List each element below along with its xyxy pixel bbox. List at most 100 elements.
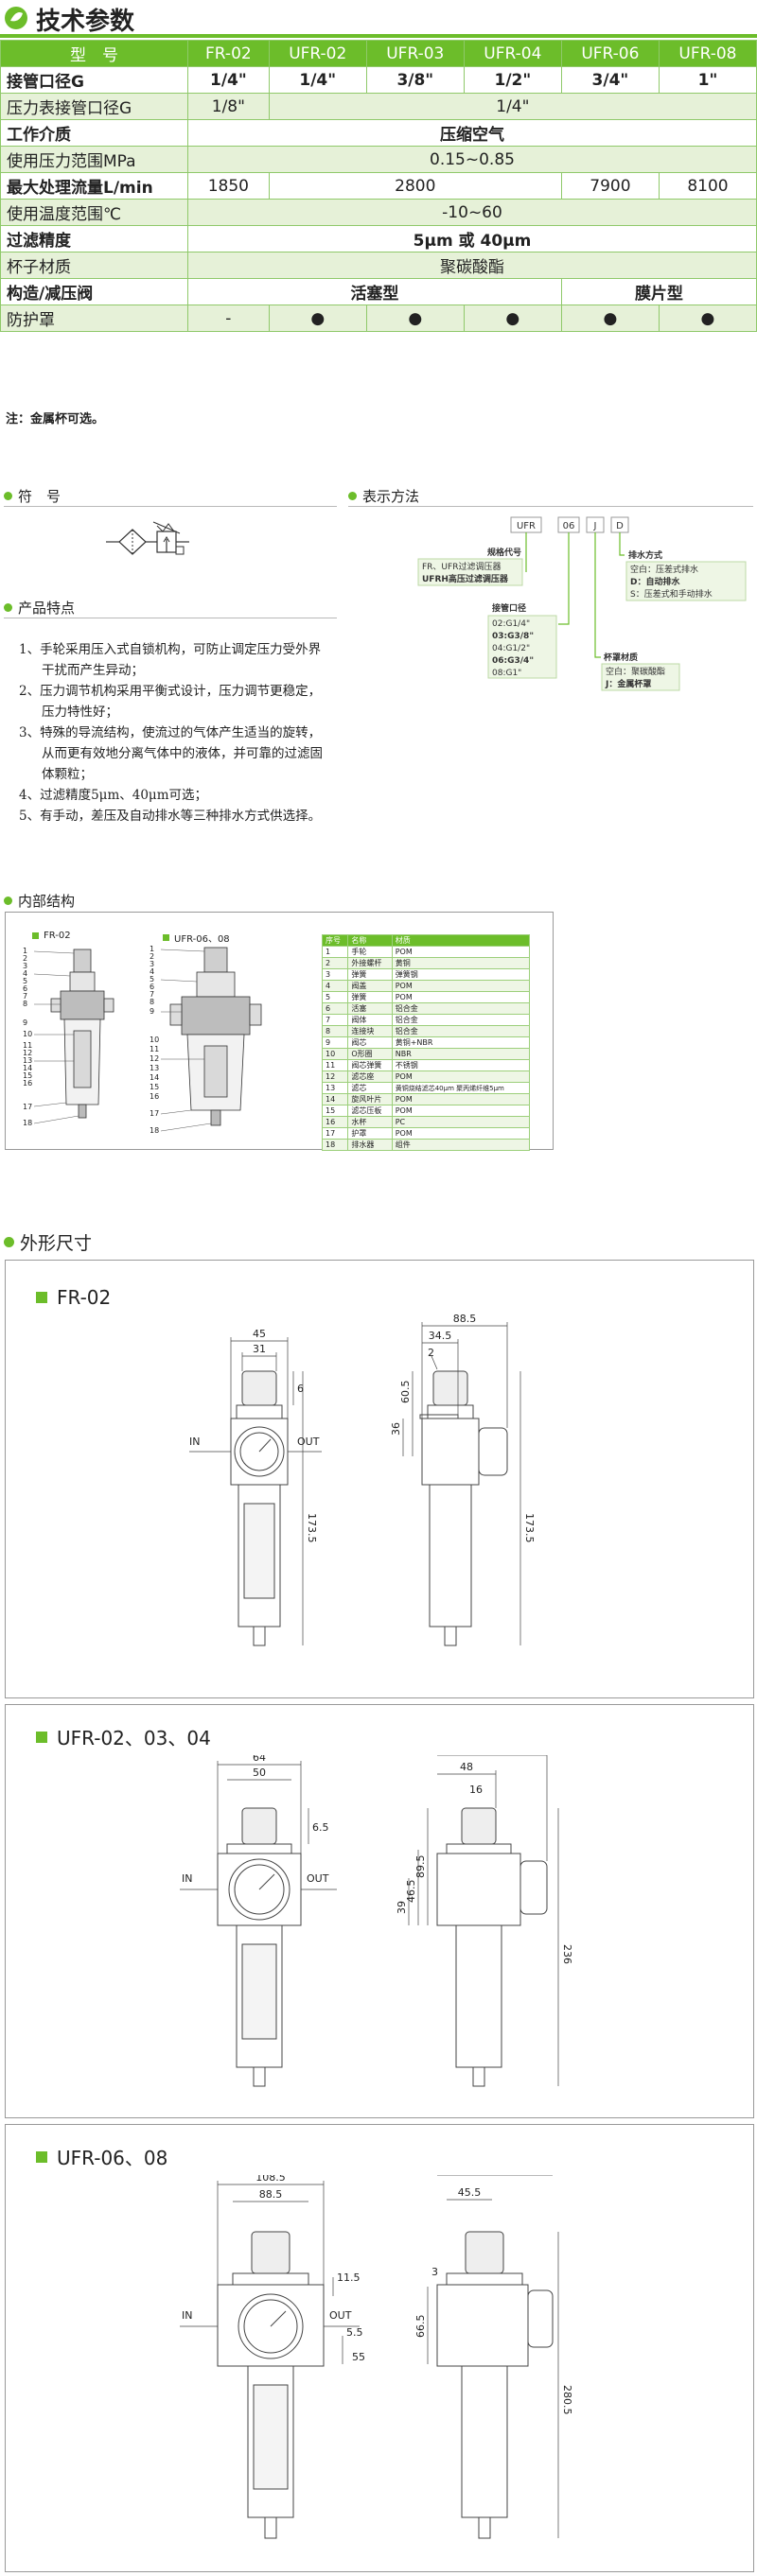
callout: 9 xyxy=(23,1018,27,1027)
code-series: UFR xyxy=(517,521,536,531)
dim-label: 173.5 xyxy=(306,1513,318,1543)
symbol-section-header: 符 号 xyxy=(4,486,61,506)
callout: 18 xyxy=(150,1126,159,1135)
cell: 17 xyxy=(321,1127,349,1140)
dim-label: 6.5 xyxy=(312,1821,329,1834)
fr02-structure-label: FR-02 xyxy=(32,931,71,941)
dim-label: 236 xyxy=(561,1944,573,1964)
label-port-size: 接管口径G xyxy=(0,66,188,94)
drain-line: 空白：压差式排水 xyxy=(630,564,698,575)
callout: 18 xyxy=(23,1119,32,1127)
dim-label: 45.5 xyxy=(458,2186,482,2199)
cell: 外接螺杆 xyxy=(347,957,393,969)
cell: 弹簧 xyxy=(347,968,393,981)
cell: ● xyxy=(658,305,757,332)
label-text: FR-02 xyxy=(44,931,71,941)
cell: 1 xyxy=(321,946,349,958)
port-line: 06:G3/4" xyxy=(492,656,534,666)
feature-item: 3、特殊的导流结构，使流过的气体产生适当的旋转，从而更有效地分离气体中的液体，并… xyxy=(19,725,323,782)
row-bowl-material: 杯子材质 聚碳酸酯 xyxy=(0,252,757,279)
dim-label: 173.5 xyxy=(523,1513,536,1543)
cell: 铝合金 xyxy=(391,1002,531,1015)
section-rule xyxy=(348,506,753,507)
spec-header-row: 型 号 FR-02 UFR-02 UFR-03 UFR-04 UFR-06 UF… xyxy=(0,40,757,67)
note-text: 注：金属杯可选。 xyxy=(6,412,105,426)
out-label: OUT xyxy=(307,1872,329,1885)
cell: 旋风叶片 xyxy=(347,1093,393,1105)
cell: 阀芯 xyxy=(347,1036,393,1049)
dim-label: 66.5 xyxy=(414,2315,427,2339)
callout: 16 xyxy=(23,1079,32,1088)
callout: 11 xyxy=(150,1045,159,1053)
cell: 16 xyxy=(321,1116,349,1128)
panel-ufr020304 xyxy=(5,1704,754,2118)
structure-section-title: 内部结构 xyxy=(18,893,76,910)
callout: 14 xyxy=(23,1064,32,1072)
cell: 8100 xyxy=(658,172,757,200)
callout: 1 xyxy=(23,947,27,955)
dim-label: 2 xyxy=(428,1347,434,1359)
drain-line: S：压差式和手动排水 xyxy=(630,588,713,600)
dim-label: 89.5 xyxy=(414,1855,427,1879)
dim-label: 113 xyxy=(485,2175,505,2176)
row-guard: 防护罩 - ● ● ● ● ● xyxy=(0,305,757,332)
col-ufr04: UFR-04 xyxy=(463,40,562,67)
col-ufr06: UFR-06 xyxy=(560,40,660,67)
cell: 18 xyxy=(321,1139,349,1151)
callout: 10 xyxy=(150,1036,159,1044)
cell: 膜片型 xyxy=(560,278,757,305)
dim-label: 48 xyxy=(460,1761,473,1773)
col-model: 型 号 xyxy=(0,40,188,67)
cell: 滤芯 xyxy=(347,1082,393,1094)
cell: 1/2" xyxy=(463,66,562,94)
cell: 5 xyxy=(321,991,349,1003)
cell: 护罩 xyxy=(347,1127,393,1140)
callout: 17 xyxy=(23,1103,32,1111)
col-ufr03: UFR-03 xyxy=(365,40,465,67)
feature-item: 5、有手动，差压及自动排水等三种排水方式供选择。 xyxy=(19,809,322,824)
model-title: 规格代号 xyxy=(487,547,521,558)
cell: O形圈 xyxy=(347,1048,393,1060)
cell: 连接块 xyxy=(347,1025,393,1037)
cell: 排水器 xyxy=(347,1139,393,1151)
header-rule xyxy=(0,34,757,38)
cell: 黄铜烧结滤芯40μm 聚丙烯纤维5μm xyxy=(391,1082,531,1094)
cell: POM xyxy=(391,1093,531,1105)
row-medium: 工作介质 压缩空气 xyxy=(0,119,757,147)
drain-title: 排水方式 xyxy=(628,549,662,561)
dim-label: 11.5 xyxy=(337,2271,361,2284)
bullet-icon xyxy=(348,492,357,500)
row-gauge-port: 压力表接管口径G 1/8" 1/4" xyxy=(0,93,757,120)
cell: 不锈钢 xyxy=(391,1059,531,1071)
structure-panel xyxy=(5,912,554,1150)
dim-label: 46.5 xyxy=(405,1880,417,1904)
dim-label: 34.5 xyxy=(429,1330,452,1342)
cell: 7900 xyxy=(560,172,660,200)
cell: 3/4" xyxy=(560,66,660,94)
cell: 1/4" xyxy=(268,93,757,120)
cell: 2800 xyxy=(268,172,562,200)
panel-ufr0608-title: UFR-06、08 xyxy=(36,2143,167,2170)
cell: NBR xyxy=(391,1048,531,1060)
callout: 3 xyxy=(150,960,154,968)
parts-header-cell: 名称 xyxy=(347,934,393,947)
dim-label: 50 xyxy=(253,1767,266,1779)
label-guard: 防护罩 xyxy=(0,305,188,332)
port-line: 08:G1" xyxy=(492,669,521,678)
label-bowl-material: 杯子材质 xyxy=(0,252,188,279)
panel-fr02 xyxy=(5,1260,754,1698)
section-rule xyxy=(4,506,337,507)
cell: 阀盖 xyxy=(347,980,393,992)
callout: 9 xyxy=(150,1007,154,1016)
cross-section-drawings: 1 2 3 4 5 6 7 8 9 10 11 12 13 14 15 16 1… xyxy=(23,945,262,1135)
cell: 13 xyxy=(321,1082,349,1094)
callout: 2 xyxy=(150,952,154,961)
dim-label: 5.5 xyxy=(346,2326,363,2339)
port-title: 接管口径 xyxy=(492,602,526,614)
